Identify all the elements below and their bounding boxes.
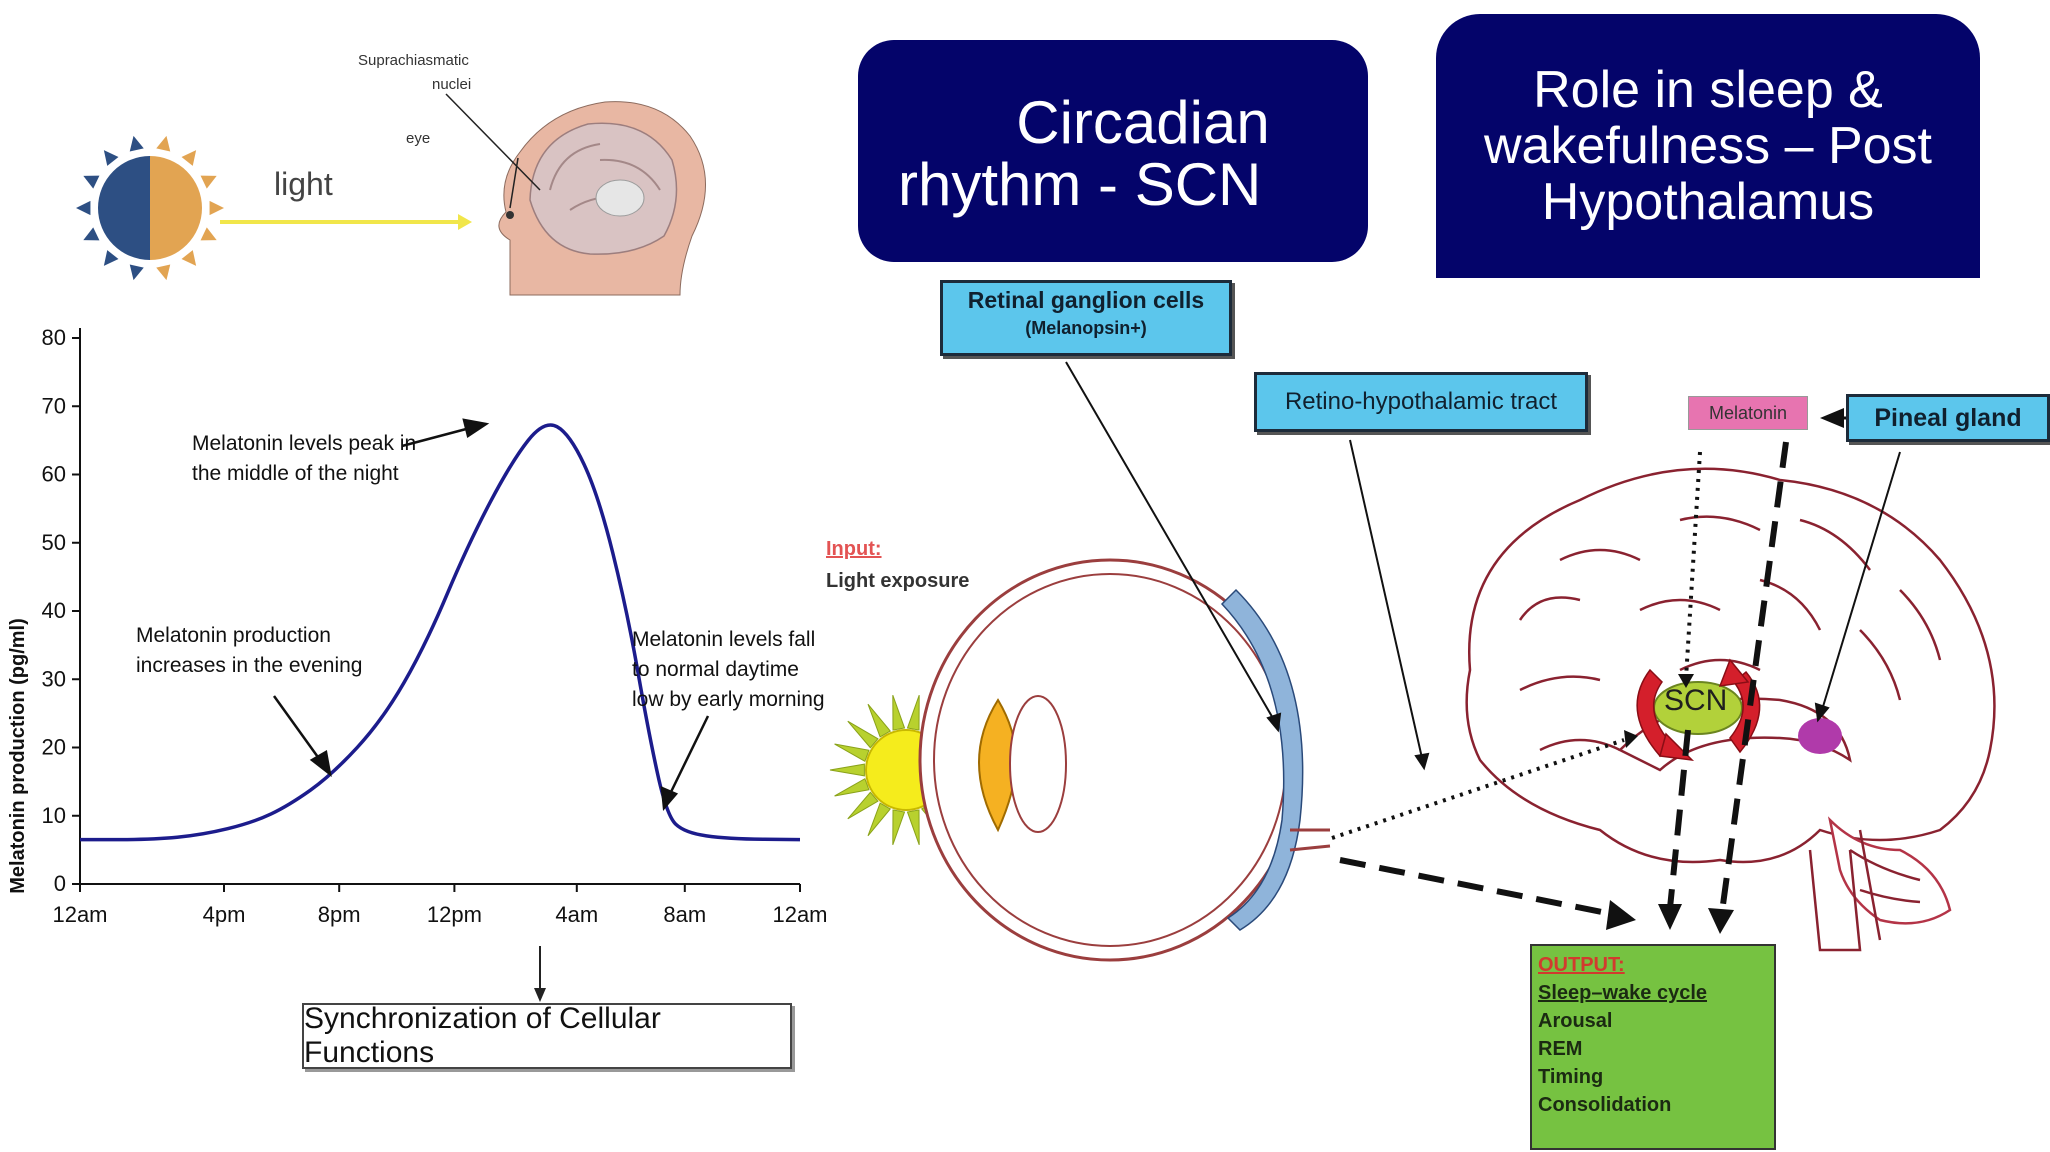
- scn-label: SCN: [1664, 684, 1728, 717]
- half-sun-icon: [76, 135, 224, 281]
- sun-ray: [103, 150, 119, 166]
- chart-axes: [79, 328, 800, 885]
- rgc-line2: (Melanopsin+): [1025, 318, 1147, 338]
- output-arrowheads: [1606, 900, 1734, 934]
- sun-ray: [181, 250, 197, 266]
- pineal-to-melatonin-arrow: [1820, 408, 1844, 428]
- eye-label: eye: [406, 130, 431, 147]
- title-sleep-line2: wakefulness – Post: [1483, 117, 1933, 175]
- retino-hypothalamic-tract-label: Retino-hypothalamic tract: [1254, 372, 1588, 432]
- sun-ray: [129, 264, 144, 281]
- chart-y-ticks: 0 10 20 30 40 50 60 70 80: [42, 325, 80, 896]
- y-tick-label: 30: [42, 666, 66, 691]
- sun-ray: [156, 264, 171, 281]
- y-tick-label: 10: [42, 803, 66, 828]
- sun-ray: [847, 720, 879, 749]
- output-item: REM: [1538, 1038, 1583, 1060]
- y-tick-label: 50: [42, 530, 66, 555]
- sun-ray: [892, 809, 906, 846]
- sun-ray: [829, 763, 865, 777]
- annot-rise-line2: increases in the evening: [136, 654, 362, 677]
- output-title: OUTPUT:: [1538, 954, 1625, 976]
- scn-label-line1: Suprachiasmatic: [358, 52, 469, 69]
- title-sleep-wakefulness: Role in sleep & wakefulness – Post Hypot…: [1436, 14, 1980, 278]
- melatonin-label: Melatonin: [1688, 396, 1808, 430]
- scn-pathway-diagram: [829, 361, 1996, 962]
- sun-ray: [892, 694, 906, 731]
- light-label: light: [274, 166, 333, 202]
- head-brain-icon: [498, 101, 706, 296]
- sun-ray: [209, 200, 224, 216]
- sun-ray: [906, 809, 920, 846]
- sun-ray: [129, 135, 144, 152]
- sun-ray: [200, 175, 217, 189]
- sun-ray: [156, 135, 171, 152]
- output-item: Arousal: [1538, 1010, 1613, 1032]
- title-sleep-line3: Hypothalamus: [1541, 173, 1875, 231]
- retinal-ganglion-cells-label: Retinal ganglion cells (Melanopsin+): [940, 280, 1232, 356]
- rht-dotted-line: [1331, 738, 1625, 840]
- pineal-gland-label: Pineal gland: [1846, 394, 2050, 442]
- title-scn-line2: rhythm - SCN: [898, 151, 1262, 218]
- x-tick-label: 8pm: [318, 902, 361, 927]
- pointer-lines: [1065, 361, 1901, 771]
- x-tick-label: 4am: [555, 902, 598, 927]
- x-tick-label: 12am: [52, 902, 107, 927]
- sync-down-arrow: [534, 958, 546, 1002]
- sun-ray: [867, 802, 892, 837]
- annot-fall-line1: Melatonin levels fall: [632, 628, 815, 651]
- sun-ray: [181, 150, 197, 166]
- annot-peak-line1: Melatonin levels peak in: [192, 432, 416, 455]
- sun-light-head-illustration: [76, 93, 706, 296]
- output-item: Timing: [1538, 1066, 1604, 1088]
- light-beam-arrowhead: [458, 214, 472, 230]
- y-tick-label: 20: [42, 735, 66, 760]
- sun-ray: [200, 227, 217, 241]
- scn-label-line2: nuclei: [432, 76, 472, 93]
- sun-ray: [906, 694, 920, 731]
- input-text: Light exposure: [826, 570, 970, 592]
- sun-ray: [76, 200, 91, 216]
- title-sleep-text: Role in sleep & wakefulness – Post Hypot…: [1484, 62, 1932, 230]
- title-circadian-rhythm: Circadian rhythm - SCN: [858, 40, 1368, 262]
- title-sleep-line1: Role in sleep &: [1533, 61, 1883, 119]
- sun-ray: [847, 791, 879, 820]
- y-tick-label: 80: [42, 325, 66, 350]
- y-tick-label: 70: [42, 393, 66, 418]
- x-tick-label: 4pm: [203, 902, 246, 927]
- title-scn-line1: Circadian: [1016, 89, 1270, 156]
- input-title: Input:: [826, 538, 882, 560]
- output-dashed-lines: [1339, 441, 1789, 917]
- output-item: Sleep–wake cycle: [1538, 982, 1708, 1004]
- sun-ray: [103, 250, 119, 266]
- annot-rise-line1: Melatonin production: [136, 624, 331, 647]
- y-tick-label: 40: [42, 598, 66, 623]
- annot-fall-line2: to normal daytime: [632, 658, 799, 681]
- x-tick-label: 8am: [663, 902, 706, 927]
- rgc-line1: Retinal ganglion cells: [967, 287, 1205, 313]
- output-item: Consolidation: [1538, 1094, 1672, 1116]
- sun-ray: [867, 703, 892, 738]
- annot-peak-line2: the middle of the night: [192, 462, 399, 485]
- sun-ray: [834, 743, 870, 763]
- annotation-arrows: [272, 418, 710, 812]
- eye-diagram: [918, 558, 1331, 962]
- y-tick-label: 60: [42, 462, 66, 487]
- synchronization-box: Synchronization of Cellular Functions: [302, 1002, 792, 1069]
- x-tick-label: 12am: [772, 902, 827, 927]
- sun-ray: [83, 227, 100, 241]
- output-box: OUTPUT: Sleep–wake cycle Arousal REM Tim…: [1530, 944, 1776, 1150]
- chart-x-ticks: 12am 4pm 8pm 12pm 4am 8am 12am: [52, 884, 828, 927]
- sun-ray: [83, 175, 100, 189]
- x-tick-label: 12pm: [427, 902, 482, 927]
- melatonin-dotted-line: [1684, 451, 1702, 679]
- pineal-gland-icon: [1798, 718, 1842, 754]
- melatonin-curve: [80, 423, 801, 842]
- annot-fall-line3: low by early morning: [632, 688, 825, 711]
- sun-ray: [834, 777, 870, 797]
- y-tick-label: 0: [54, 871, 66, 896]
- chart-y-axis-label: Melatonin production (pg/ml): [7, 618, 29, 894]
